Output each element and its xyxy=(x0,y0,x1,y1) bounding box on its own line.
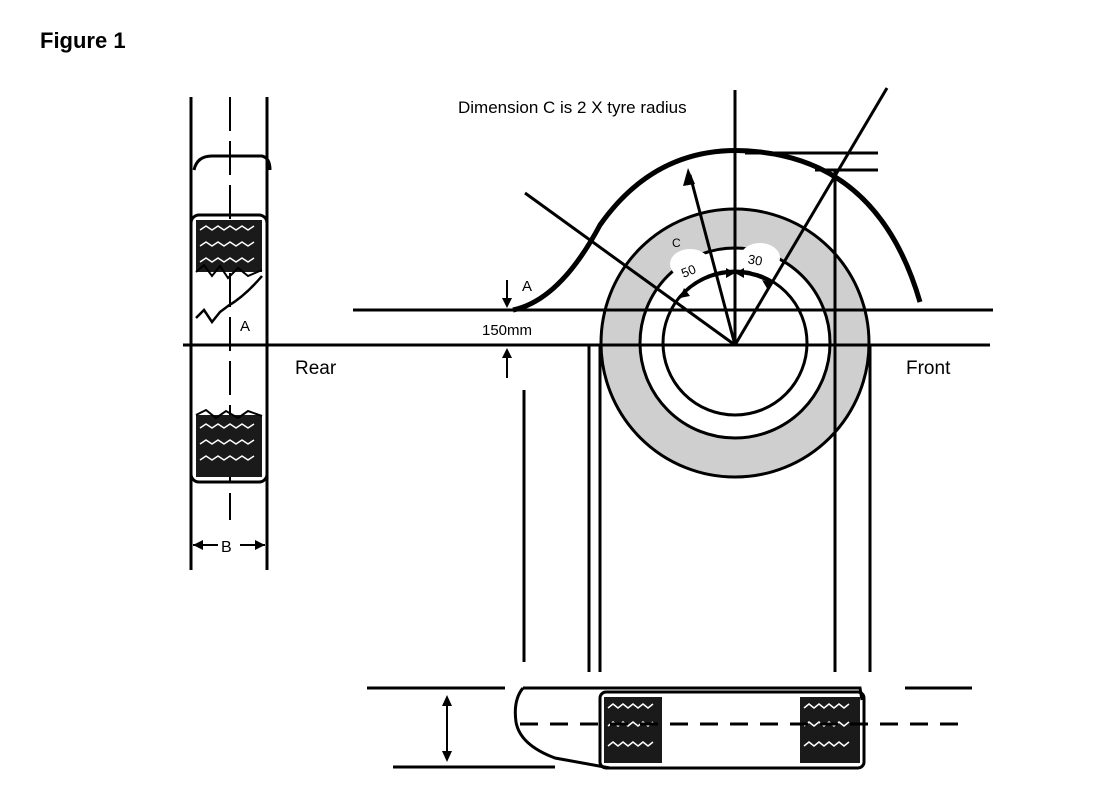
figure-title: Figure 1 xyxy=(40,28,126,53)
offset-arrowhead xyxy=(502,348,512,358)
plan-mudguard xyxy=(513,686,864,770)
side-mudguard xyxy=(192,154,272,171)
plan-view xyxy=(367,686,972,770)
dim-b-label: B xyxy=(221,539,232,556)
arc-arrow-center-left xyxy=(726,268,735,278)
plan-dim-arrow-top xyxy=(442,695,452,706)
angle-50-bubble xyxy=(670,249,710,279)
elevation-view xyxy=(183,87,993,672)
dim-b-left-arrowhead xyxy=(193,540,203,550)
offset-label: 150mm xyxy=(482,322,532,339)
rear-label: Rear xyxy=(295,358,337,379)
side-cutaway-lower xyxy=(195,275,263,325)
dimension-c-note: Dimension C is 2 X tyre radius xyxy=(458,98,687,117)
side-tread-top xyxy=(196,220,262,272)
angle-30-bubble xyxy=(740,243,780,273)
dim-c-arrowhead xyxy=(683,168,695,186)
front-angle-line xyxy=(733,87,889,346)
rear-angle-line xyxy=(524,191,736,347)
dim-a-front-arrowhead xyxy=(502,298,512,308)
dim-b-right-arrowhead xyxy=(255,540,265,550)
dim-c-line xyxy=(688,174,737,346)
side-cutaway-upper xyxy=(195,263,263,280)
side-tread-bottom xyxy=(196,415,262,477)
dim-c-label: C xyxy=(672,236,681,250)
angle-50-label: 50 xyxy=(679,261,698,280)
plan-tread-front xyxy=(800,697,860,763)
side-cutaway-bottom xyxy=(195,408,263,420)
side-view xyxy=(189,97,272,570)
front-label: Front xyxy=(906,358,951,379)
plan-tyre-outline xyxy=(598,690,866,770)
angle-30-label: 30 xyxy=(747,251,764,268)
plan-dim-arrow-bottom xyxy=(442,751,452,762)
side-tyre-outline xyxy=(189,213,269,484)
plan-tread-rear xyxy=(604,697,662,763)
mudguard-arch xyxy=(512,148,923,313)
dim-a-side-label: A xyxy=(240,318,250,335)
arc-arrow-rear xyxy=(680,288,690,298)
arc-arrow-center-right xyxy=(735,268,744,278)
dim-a-front-label: A xyxy=(522,278,532,295)
arc-arrow-front xyxy=(762,280,771,290)
